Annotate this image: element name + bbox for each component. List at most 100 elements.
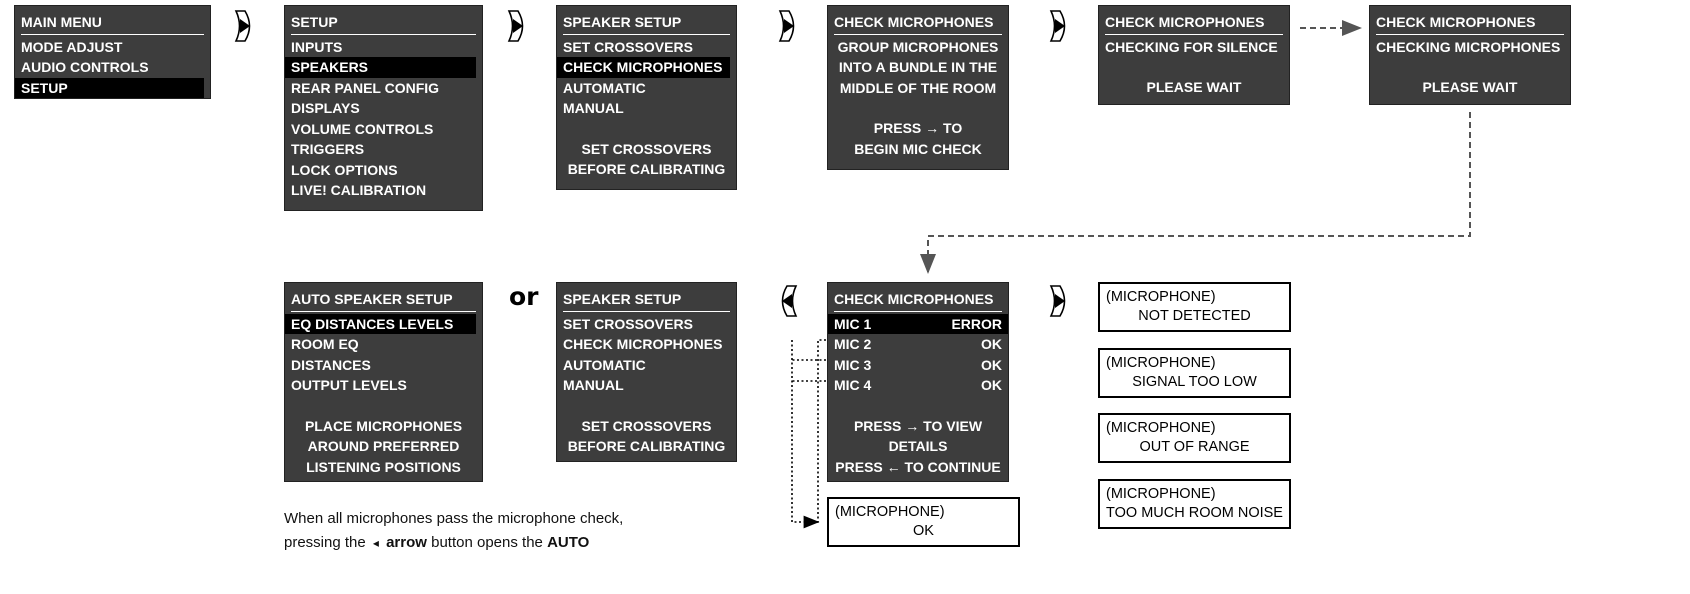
message-label: (MICROPHONE) [1106, 289, 1216, 305]
speaker-setup-screen: SPEAKER SETUP SET CROSSOVERS CHECK MICRO… [556, 5, 737, 190]
screen-title: CHECK MICROPHONES [834, 14, 994, 30]
instruction-line: INTO A BUNDLE IN THE [838, 59, 998, 75]
or-label: or [509, 282, 539, 311]
screen-title: SPEAKER SETUP [563, 14, 682, 30]
menu-item-speakers[interactable]: SPEAKERS [285, 57, 476, 78]
caption-line-2: pressing the ◂ arrow button opens the AU… [284, 531, 784, 555]
message-text: TOO MUCH ROOM NOISE [1106, 505, 1283, 521]
menu-item-inputs[interactable]: INPUTS [291, 38, 343, 55]
screen-title: CHECK MICROPHONES [1376, 14, 1536, 30]
note-line: SET CROSSOVERS [581, 140, 712, 157]
note-line: SET CROSSOVERS [581, 417, 712, 434]
divider [291, 310, 476, 312]
message-label: (MICROPHONE) [835, 504, 945, 520]
mic-status: ERROR [951, 315, 1002, 332]
checking-microphones-screen: CHECK MICROPHONES CHECKING MICROPHONES P… [1369, 5, 1571, 105]
error-message-not-detected: (MICROPHONE) NOT DETECTED [1098, 282, 1291, 332]
menu-item-room-eq[interactable]: ROOM EQ [291, 336, 359, 352]
mic-status: OK [981, 336, 1002, 352]
message-text: OUT OF RANGE [1139, 439, 1250, 455]
caption-bold-fragment: arrow [386, 534, 427, 551]
screen-title: CHECK MICROPHONES [1105, 14, 1265, 30]
dotted-connector-ok [791, 340, 820, 529]
checking-silence-screen: CHECK MICROPHONES CHECKING FOR SILENCE P… [1098, 5, 1290, 105]
speaker-setup-screen-2: SPEAKER SETUP SET CROSSOVERS CHECK MICRO… [556, 282, 737, 462]
note-line: PLACE MICROPHONES [304, 417, 463, 434]
auto-speaker-setup-screen: AUTO SPEAKER SETUP EQ DISTANCES LEVELS R… [284, 282, 483, 482]
right-arrow-button-icon [234, 10, 251, 42]
menu-item-automatic[interactable]: AUTOMATIC [563, 79, 646, 96]
menu-item-set-crossovers[interactable]: SET CROSSOVERS [563, 315, 693, 332]
left-arrow-button-icon [781, 285, 798, 317]
screen-title: CHECK MICROPHONES [834, 291, 994, 307]
message-text: NOT DETECTED [1138, 308, 1251, 324]
error-message-out-of-range: (MICROPHONE) OUT OF RANGE [1098, 413, 1291, 463]
screen-title: SPEAKER SETUP [563, 291, 682, 307]
menu-item-setup[interactable]: SETUP [15, 77, 204, 98]
note-line: BEFORE CALIBRATING [567, 438, 726, 454]
menu-item-distances[interactable]: DISTANCES [291, 356, 371, 373]
divider [291, 33, 476, 35]
menu-item-check-microphones[interactable]: CHECK MICROPHONES [557, 57, 730, 78]
divider [834, 33, 1002, 35]
caption-line-1: When all microphones pass the microphone… [284, 510, 624, 527]
divider [1376, 33, 1564, 35]
screen-title: SETUP [291, 14, 338, 30]
menu-item-manual[interactable]: MANUAL [563, 100, 624, 116]
menu-item-check-microphones[interactable]: CHECK MICROPHONES [563, 336, 723, 352]
mic-row[interactable]: MIC 4 OK [828, 375, 1008, 396]
note-line: LISTENING POSITIONS [306, 458, 461, 475]
right-arrow-button-icon [507, 10, 524, 42]
dashed-path-down [920, 112, 1471, 274]
mic-name: MIC 1 [834, 315, 872, 332]
divider [563, 33, 730, 35]
divider [1105, 33, 1283, 35]
caption-fragment: button opens the [431, 534, 543, 551]
menu-item-volume-controls[interactable]: VOLUME CONTROLS [291, 120, 434, 137]
menu-item-mode-adjust[interactable]: MODE ADJUST [21, 38, 123, 55]
press-hint: DETAILS [888, 438, 948, 454]
press-hint: BEGIN MIC CHECK [854, 140, 982, 157]
wait-line: PLEASE WAIT [1422, 79, 1518, 95]
divider [563, 310, 730, 312]
menu-item-triggers[interactable]: TRIGGERS [291, 141, 365, 157]
screen-title: AUTO SPEAKER SETUP [291, 291, 453, 307]
mic-status: OK [981, 377, 1002, 393]
menu-item-rear-panel-config[interactable]: REAR PANEL CONFIG [291, 79, 440, 96]
divider [834, 310, 1002, 312]
error-message-room-noise: (MICROPHONE) TOO MUCH ROOM NOISE [1098, 479, 1291, 529]
mic-name: MIC 4 [834, 377, 872, 393]
press-hint: PRESS → TO [873, 120, 963, 136]
status-line: CHECKING MICROPHONES [1376, 38, 1561, 55]
message-label: (MICROPHONE) [1106, 486, 1216, 502]
menu-item-lock-options[interactable]: LOCK OPTIONS [291, 161, 398, 178]
menu-item-automatic[interactable]: AUTOMATIC [563, 356, 646, 373]
divider [21, 33, 204, 35]
mic-name: MIC 3 [834, 356, 872, 373]
right-arrow-button-icon [778, 10, 795, 42]
caption-text: When all microphones pass the microphone… [284, 507, 784, 555]
mic-name: MIC 2 [834, 336, 872, 352]
message-label: (MICROPHONE) [1106, 355, 1216, 371]
menu-item-eq-distances-levels[interactable]: EQ DISTANCES LEVELS [285, 313, 476, 334]
right-arrow-button-icon [1049, 285, 1066, 317]
wait-line: PLEASE WAIT [1146, 79, 1242, 95]
menu-item-live-calibration[interactable]: LIVE! CALIBRATION [291, 182, 427, 198]
menu-item-displays[interactable]: DISPLAYS [291, 100, 360, 116]
mic-results-screen: CHECK MICROPHONES MIC 1 ERROR MIC 2 OK M… [827, 282, 1009, 482]
instruction-line: GROUP MICROPHONES [837, 38, 999, 55]
menu-item-set-crossovers[interactable]: SET CROSSOVERS [563, 38, 693, 55]
caption-bold-fragment: AUTO [547, 534, 590, 551]
error-message-signal-too-low: (MICROPHONE) SIGNAL TOO LOW [1098, 348, 1291, 398]
menu-item-audio-controls[interactable]: AUDIO CONTROLS [21, 59, 149, 75]
menu-item-manual[interactable]: MANUAL [563, 377, 624, 393]
press-hint: PRESS ← TO CONTINUE [835, 458, 1001, 475]
mic-row[interactable]: MIC 3 OK [828, 355, 1008, 376]
press-hint: PRESS → TO VIEW [853, 417, 983, 434]
mic-row[interactable]: MIC 2 OK [828, 334, 1008, 355]
left-arrow-glyph-icon: ◂ [372, 536, 379, 550]
check-microphones-intro-screen: CHECK MICROPHONES GROUP MICROPHONES INTO… [827, 5, 1009, 170]
menu-item-output-levels[interactable]: OUTPUT LEVELS [291, 377, 407, 393]
mic-row[interactable]: MIC 1 ERROR [828, 313, 1008, 334]
